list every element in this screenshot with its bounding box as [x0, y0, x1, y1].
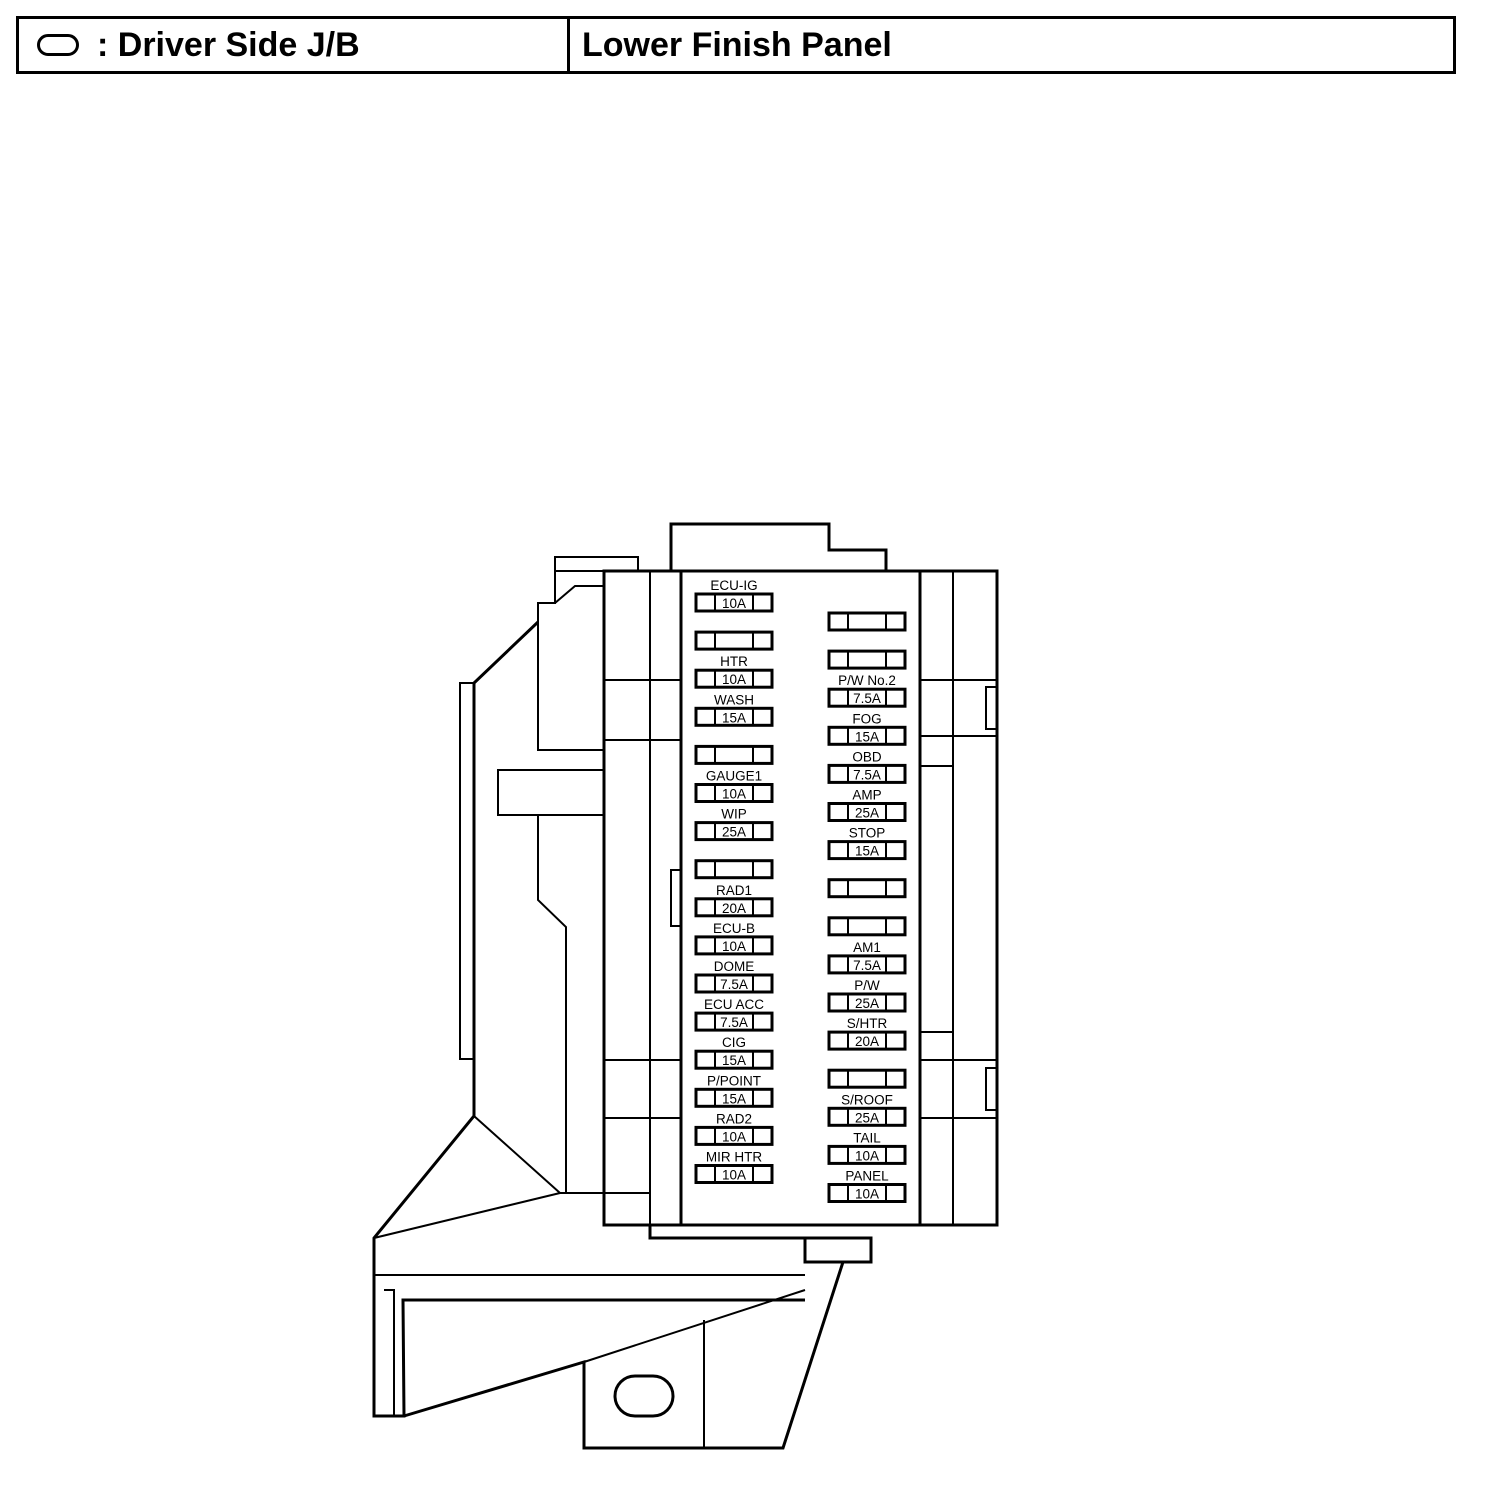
left-fuse-slot: 15A CIG	[694, 1035, 774, 1070]
fuse-amperage: 25A	[855, 996, 879, 1011]
fuse-amperage: 15A	[722, 1053, 746, 1068]
left-fuse-slot: 15A WASH	[694, 692, 774, 727]
left-fuse-slot: 25A WIP	[694, 807, 774, 842]
fuse-amperage: 10A	[722, 1129, 746, 1144]
fuse-amperage: 15A	[855, 844, 879, 859]
right-fuse-column: 7.5A P/W No.2 15A FOG 7.5A OBD 25A AMP 15A STOP 7.…	[827, 611, 907, 1203]
fuse-amperage: 10A	[855, 1148, 879, 1163]
right-fuse-slot: 25A AMP	[827, 788, 907, 822]
left-fuse-slot: 7.5A ECU ACC	[694, 997, 774, 1032]
fuse-amperage: 15A	[722, 1091, 746, 1106]
left-fuse-slot	[694, 630, 774, 651]
fuse-label: P/W	[854, 978, 880, 993]
fuse-box-housing	[372, 522, 999, 1450]
right-fuse-slot: 7.5A OBD	[827, 749, 907, 784]
fuse-amperage: 10A	[722, 596, 746, 611]
fuse-label: FOG	[852, 711, 881, 726]
fuse-label: AM1	[853, 940, 881, 955]
header-title-cell: : Driver Side J/B	[19, 19, 570, 71]
right-fuse-slot: 7.5A AM1	[827, 940, 907, 975]
fuse-label: WIP	[721, 807, 747, 822]
left-fuse-slot	[694, 744, 774, 765]
left-fuse-slot: 10A HTR	[694, 654, 774, 689]
fuse-label: ECU ACC	[704, 997, 764, 1012]
fuse-amperage: 7.5A	[720, 1015, 748, 1030]
junction-block-title: : Driver Side J/B	[97, 26, 360, 64]
fuse-label: CIG	[722, 1035, 746, 1050]
fuse-amperage: 10A	[855, 1187, 879, 1202]
fuse-label: AMP	[852, 788, 881, 803]
fuse-amperage: 10A	[722, 672, 746, 687]
fuse-label: TAIL	[853, 1130, 881, 1145]
left-fuse-slot: 10A ECU-IG	[694, 578, 774, 613]
fuse-amperage: 10A	[722, 939, 746, 954]
fuse-body	[827, 1068, 907, 1089]
fuse-amperage: 7.5A	[853, 691, 881, 706]
fuse-amperage: 7.5A	[853, 767, 881, 782]
right-fuse-slot	[827, 916, 907, 937]
fuse-amperage: 10A	[722, 787, 746, 802]
right-fuse-slot: 20A S/HTR	[827, 1016, 907, 1051]
fuse-amperage: 7.5A	[720, 977, 748, 992]
fuse-amperage: 20A	[855, 1034, 879, 1049]
right-fuse-slot: 15A FOG	[827, 711, 907, 746]
fuse-body	[694, 630, 774, 651]
fuse-label: S/ROOF	[841, 1092, 893, 1107]
fuse-label: P/W No.2	[838, 673, 896, 688]
left-fuse-column: 10A ECU-IG 10A HTR 15A WASH 10A GAUGE1 25A WIP 20A…	[694, 578, 774, 1184]
left-fuse-slot	[694, 859, 774, 880]
left-fuse-slot: 20A RAD1	[694, 883, 774, 918]
fuse-body	[827, 649, 907, 670]
left-fuse-slot: 7.5A DOME	[694, 959, 774, 994]
fuse-label: RAD1	[716, 883, 752, 898]
fuse-body	[694, 859, 774, 880]
fuse-amperage: 20A	[722, 901, 746, 916]
right-fuse-slot	[827, 611, 907, 632]
fuse-amperage: 25A	[855, 1110, 879, 1125]
fuse-amperage: 10A	[722, 1168, 746, 1183]
right-fuse-slot: 25A S/ROOF	[827, 1092, 907, 1127]
right-fuse-slot	[827, 878, 907, 899]
left-fuse-slot: 15A P/POINT	[694, 1073, 774, 1108]
fuse-label: GAUGE1	[706, 769, 762, 784]
fuse-label: WASH	[714, 692, 754, 707]
fuse-label: DOME	[714, 959, 755, 974]
fuse-amperage: 7.5A	[853, 958, 881, 973]
fuse-amperage: 15A	[855, 729, 879, 744]
right-fuse-slot: 7.5A P/W No.2	[827, 673, 907, 708]
right-fuse-slot	[827, 1068, 907, 1089]
fuse-label: ECU-IG	[710, 578, 757, 593]
fuse-label: PANEL	[845, 1169, 889, 1184]
diagram-header: : Driver Side J/B Lower Finish Panel	[16, 16, 1456, 74]
right-fuse-slot: 10A PANEL	[827, 1169, 907, 1203]
fuse-label: P/POINT	[707, 1073, 761, 1088]
fuse-amperage: 25A	[722, 825, 746, 840]
fuse-body	[827, 611, 907, 632]
left-fuse-slot: 10A MIR HTR	[694, 1150, 774, 1184]
header-location-cell: Lower Finish Panel	[570, 19, 1453, 71]
right-fuse-slot: 25A P/W	[827, 978, 907, 1013]
fuse-label: HTR	[720, 654, 748, 669]
left-fuse-slot: 10A RAD2	[694, 1111, 774, 1146]
fuse-amperage: 15A	[722, 710, 746, 725]
fuse-label: OBD	[852, 749, 882, 764]
right-fuse-slot: 15A STOP	[827, 826, 907, 861]
left-fuse-slot: 10A ECU-B	[694, 921, 774, 956]
fuse-label: ECU-B	[713, 921, 755, 936]
fuse-label: RAD2	[716, 1111, 752, 1126]
junction-block-oval-icon	[37, 34, 79, 56]
fuse-body	[827, 878, 907, 899]
right-fuse-slot: 10A TAIL	[827, 1130, 907, 1165]
right-fuse-slot	[827, 649, 907, 670]
fuse-label: MIR HTR	[706, 1150, 762, 1165]
junction-block-location: Lower Finish Panel	[582, 26, 892, 64]
fuse-amperage: 25A	[855, 806, 879, 821]
fuse-label: S/HTR	[847, 1016, 888, 1031]
fuse-body	[827, 916, 907, 937]
fuse-body	[694, 744, 774, 765]
left-fuse-slot: 10A GAUGE1	[694, 769, 774, 803]
fuse-label: STOP	[849, 826, 886, 841]
